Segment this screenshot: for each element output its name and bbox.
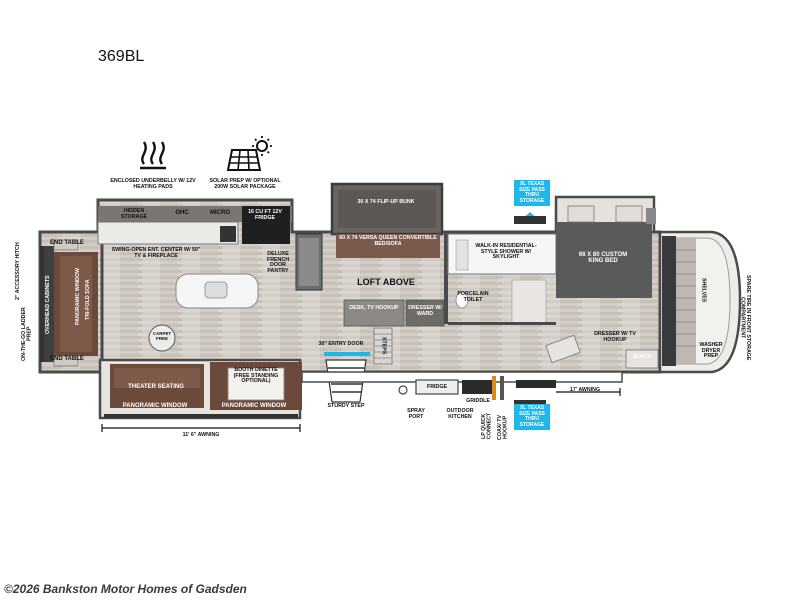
porcelain-toilet-label: PORCELAIN TOILET: [457, 291, 489, 303]
theater-seating-label: THEATER SEATING: [128, 384, 184, 390]
booth-dinette-label: BOOTH DINETTE (FREE STANDING OPTIONAL): [233, 367, 279, 385]
sturdy-step-label: STURDY STEP: [327, 403, 365, 409]
dresser-tv-label: DRESSER W/ TV HOOKUP: [594, 331, 636, 343]
ladder-prep-label: ON-THE-GO LADDER PREP: [21, 307, 33, 361]
accessory-hitch-label: 2" ACCESSORY HITCH: [15, 242, 21, 300]
dresser-ward-label: DRESSER W/ WARD: [408, 305, 442, 317]
heating-feature-label: ENCLOSED UNDERBELLY W/ 12V HEATING PADS: [110, 178, 196, 190]
bench-label: BENCH: [632, 354, 652, 360]
entry-door-label: 30" ENTRY DOOR: [318, 341, 364, 347]
solar-feature-label: SOLAR PREP W/ OPTIONAL 200W SOLAR PACKAG…: [209, 178, 281, 190]
versa-queen-label: 60 X 74 VERSA QUEEN CONVERTIBLE BED/SOFA: [339, 235, 437, 247]
desk-label: DESK, TV HOOKUP: [349, 305, 399, 311]
panoramic-window-bottom2-label: PANORAMIC WINDOW: [221, 403, 287, 409]
end-table-top-label: END TABLE: [50, 240, 84, 246]
spray-port-label: SPRAY PORT: [407, 408, 425, 420]
fridge-outdoor-label: FRIDGE: [426, 384, 447, 390]
outdoor-kitchen-label: OUTDOOR KITCHEN: [446, 408, 474, 420]
awning-left-label: 11' 6" AWNING: [182, 432, 220, 438]
carpet-free-label: CARPET FREE: [152, 331, 172, 341]
flip-up-bunk-label: 30 X 74 FLIP-UP BUNK: [357, 199, 415, 205]
spare-tire-label: SPARE TIRE IN FRONT STORAGE COMPARTMENT: [739, 275, 751, 361]
walk-in-shower-label: WALK-IN RESIDENTIAL-STYLE SHOWER W/ SKYL…: [475, 243, 537, 261]
tri-fold-sofa-label: TRI-FOLD SOFA: [85, 279, 91, 321]
panoramic-window-left-label: PANORAMIC WINDOW: [75, 268, 81, 326]
micro-label: MICRO: [210, 210, 230, 216]
solar-panel-icon: [226, 136, 272, 171]
overhead-cabinets-label: OVERHEAD CABINETS: [45, 275, 51, 335]
awning-right-label: 17' AWNING: [569, 387, 601, 393]
steps-label: STEPS: [380, 337, 387, 355]
ohc-label: OHC: [175, 210, 189, 216]
swing-open-label: SWING-OPEN ENT. CENTER W/ 50" TV & FIREP…: [111, 247, 201, 259]
heat-waves-icon: [140, 141, 166, 170]
xl-pass-top-tag: XL TEXAS SIZE PASS THRU STORAGE: [514, 180, 550, 206]
coax-label: COAX/ TV HOOKUP: [497, 414, 509, 440]
deluxe-pantry-label: DELUXE FRENCH DOOR PANTRY: [266, 251, 290, 274]
model-title: 369BL: [98, 48, 145, 65]
copyright-watermark: ©2026 Bankston Motor Homes of Gadsden: [4, 582, 247, 596]
hidden-storage-label: HIDDEN STORAGE: [120, 208, 148, 220]
end-table-bottom-label: END TABLE: [50, 356, 84, 362]
griddle-label: GRIDDLE: [466, 398, 490, 404]
lp-quick-label: LP QUICK CONNECT: [481, 412, 493, 440]
fridge16-label: 16 CU FT 12V FRIDGE: [248, 209, 282, 221]
panoramic-window-bottom1-label: PANORAMIC WINDOW: [122, 403, 188, 409]
washer-dryer-label: WASHER DRYER PREP: [699, 342, 723, 360]
loft-above-label: LOFT ABOVE: [357, 277, 415, 287]
king-bed-label: 66 X 80 CUSTOM KING BED: [578, 252, 628, 265]
xl-pass-bottom-tag: XL TEXAS SIZE PASS THRU STORAGE: [514, 404, 550, 430]
shelves-label: SHELVES: [700, 277, 707, 303]
